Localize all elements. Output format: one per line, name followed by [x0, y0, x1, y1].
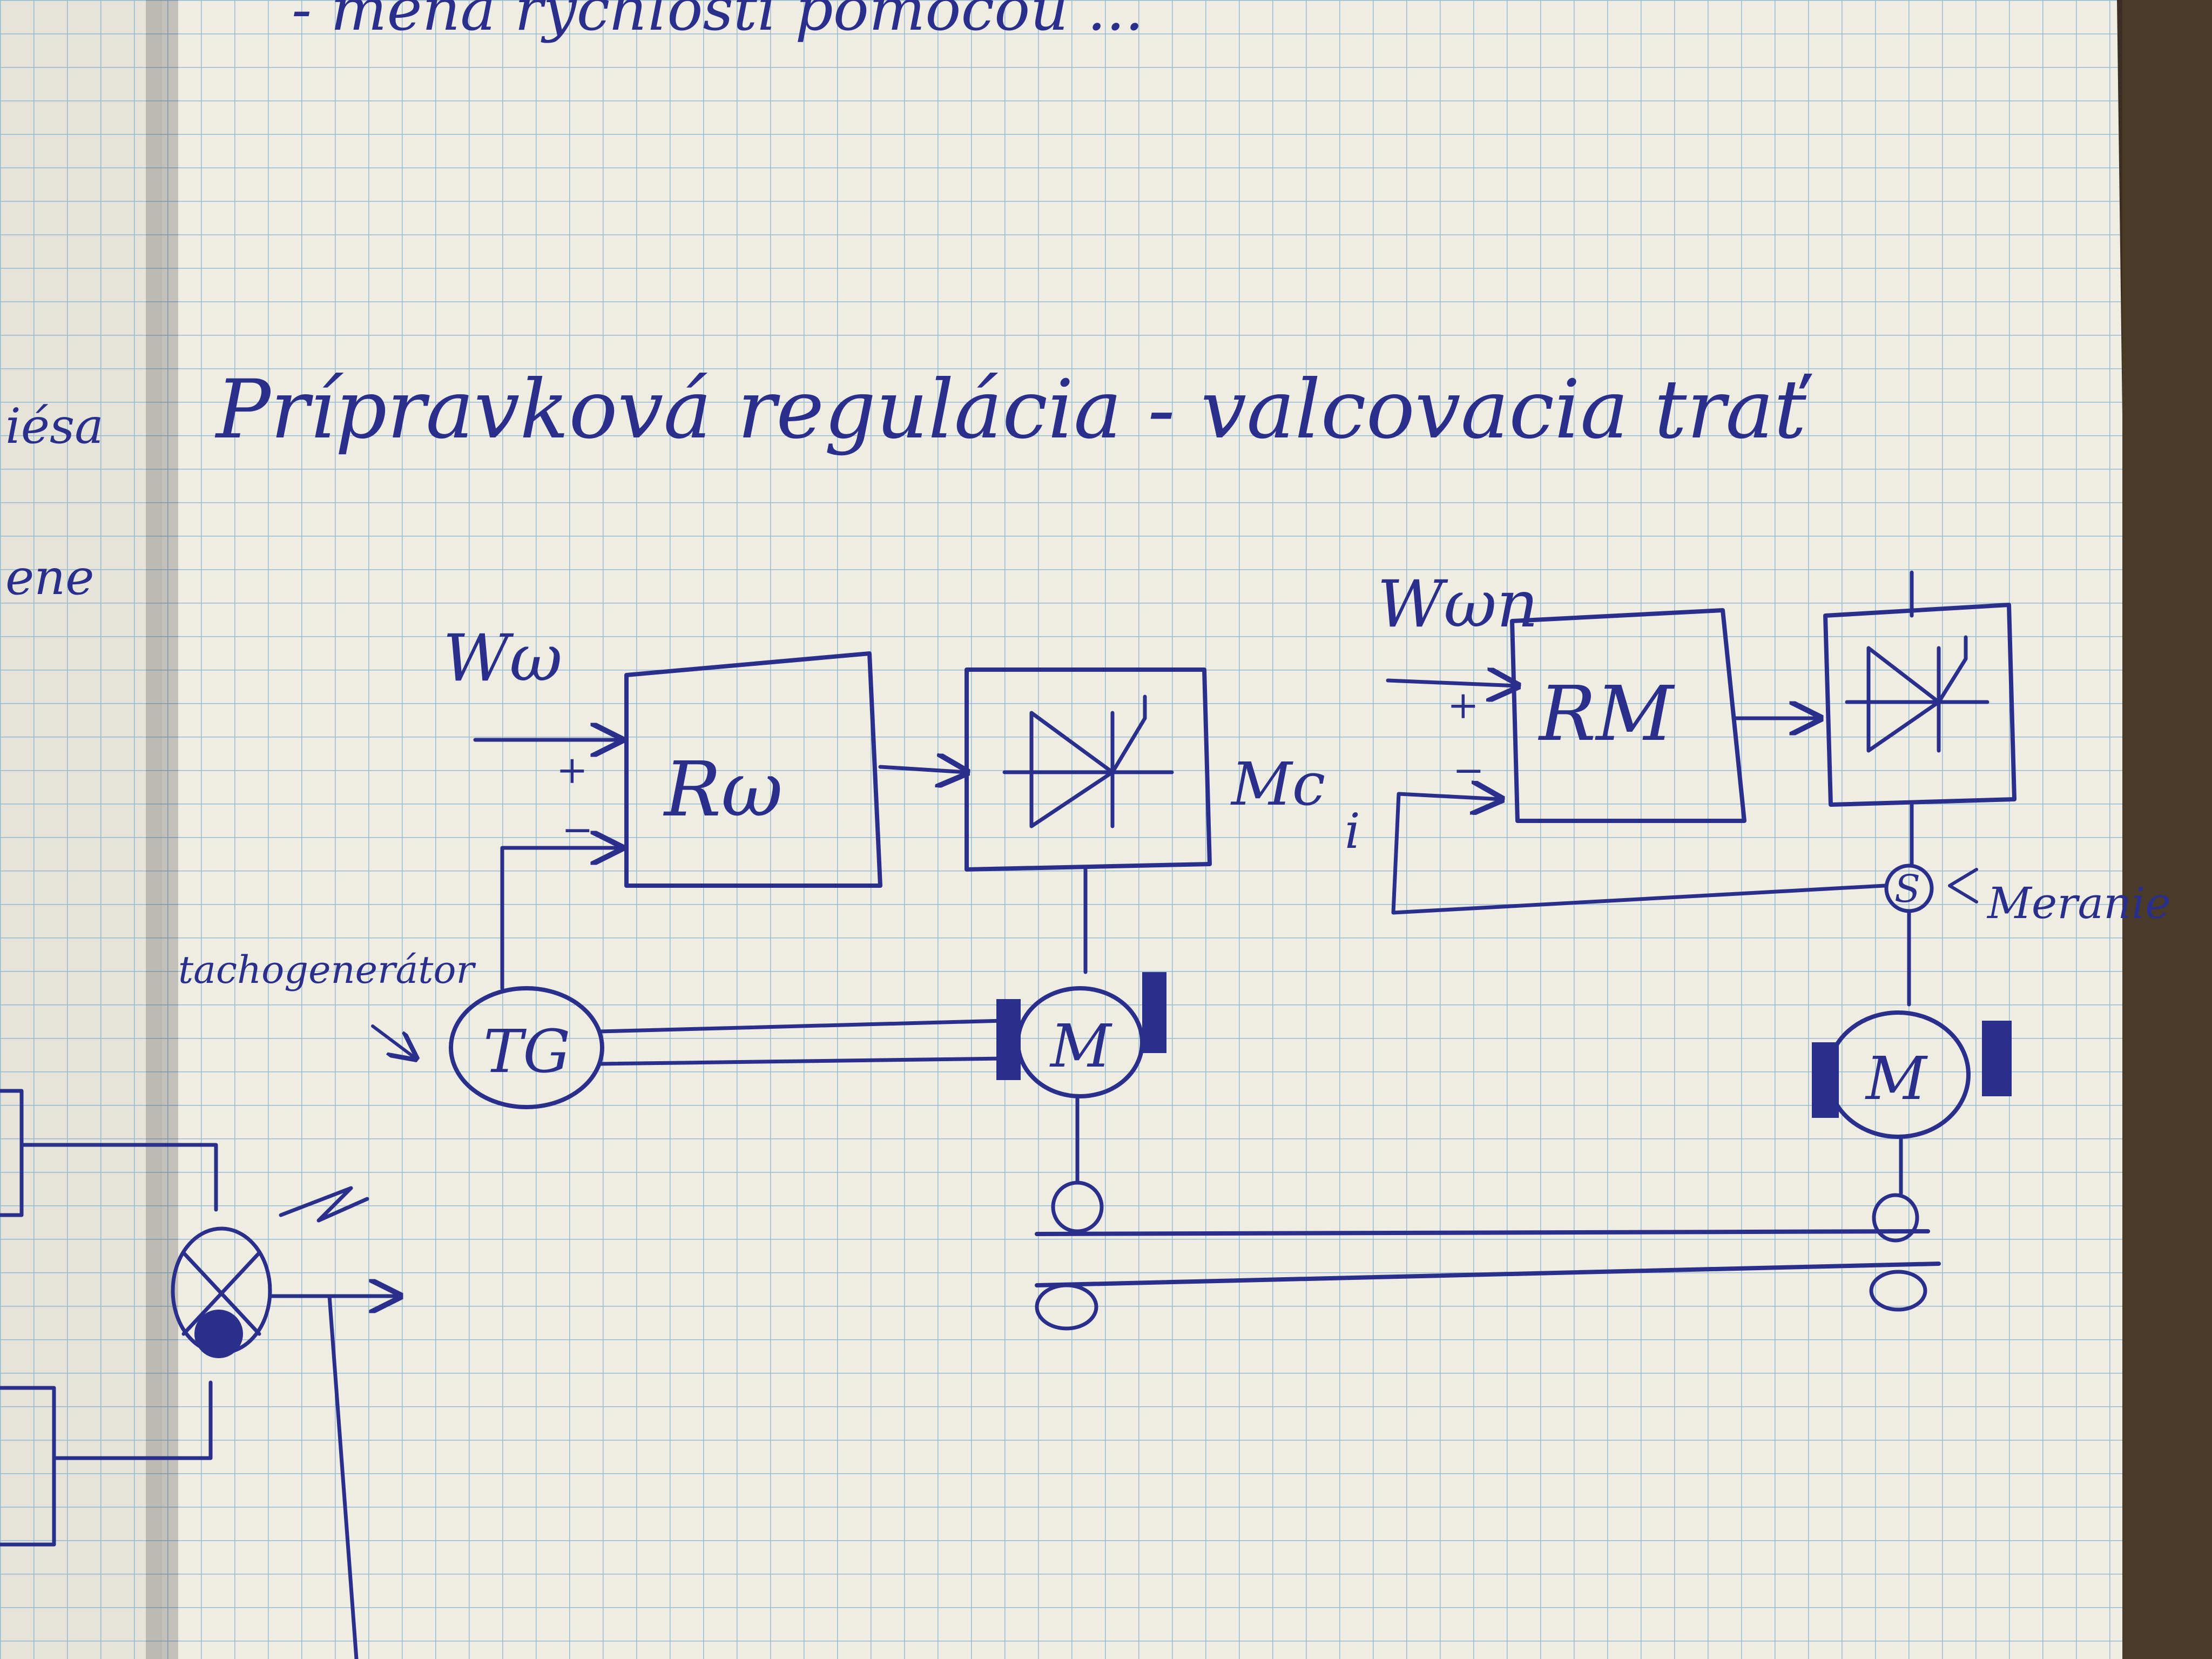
- right-converter-block: [1823, 603, 2017, 807]
- left-page-grid: [0, 0, 162, 1659]
- right-motor-pole-right: [1982, 1021, 2012, 1096]
- right-motor-pole-left: [1812, 1042, 1839, 1118]
- left-minus-sign: −: [562, 807, 594, 852]
- page-edge: [2122, 0, 2212, 1659]
- right-feedback-line: [1391, 794, 1887, 915]
- right-controller-block: [1510, 608, 1746, 823]
- tachogenerator-label: TG: [483, 1017, 570, 1086]
- tachogenerator-circle: [449, 986, 604, 1109]
- left-controller-output-arrow: [878, 767, 967, 772]
- heading: Prípravková regulácia - valcovacia trať: [214, 363, 1813, 457]
- left-controller-label: Rω: [663, 746, 783, 834]
- left-margin-text-1: iésa: [5, 398, 104, 455]
- right-feedback-label: i: [1345, 803, 1360, 860]
- right-plus-sign: +: [1447, 683, 1479, 727]
- right-minus-sign: −: [1453, 748, 1485, 792]
- left-output-label: Mc: [1230, 750, 1325, 819]
- right-controller-label: RM: [1537, 670, 1675, 758]
- notebook-spine: [146, 0, 178, 1659]
- left-page-filled-node: [194, 1310, 243, 1358]
- right-lower-roll: [1869, 1270, 1927, 1312]
- left-upper-roll: [1051, 1181, 1104, 1233]
- left-motor-label: M: [1049, 1011, 1112, 1081]
- right-upper-roll: [1872, 1193, 1919, 1243]
- right-page-grid: [162, 0, 2139, 1659]
- current-sensor-label: S: [1894, 867, 1920, 911]
- left-lower-roll: [1035, 1283, 1098, 1331]
- left-controller-block: [624, 651, 882, 888]
- left-motor-pole-right: [1142, 972, 1166, 1053]
- right-thyristor-icon: [1845, 570, 1990, 753]
- mill-strip-bottom: [1035, 1262, 1941, 1287]
- tachogenerator-pointer-arrow: [371, 1024, 416, 1058]
- sensor-caption: Meranie: [1986, 878, 2171, 928]
- sensor-pointer-mark: [1948, 868, 1978, 903]
- right-motor-label: M: [1865, 1044, 1928, 1113]
- left-motor-pole-left: [996, 999, 1021, 1080]
- mill-strip-top: [1035, 1229, 1930, 1236]
- left-feedback-line: [500, 848, 621, 990]
- left-input-label: Wω: [443, 621, 562, 696]
- left-margin-text-2: ene: [5, 549, 95, 606]
- left-thyristor-icon: [1002, 694, 1174, 828]
- tachogenerator-caption: tachogenerátor: [178, 948, 476, 992]
- right-input-arrow: [1386, 680, 1518, 686]
- left-converter-block: [965, 667, 1212, 872]
- left-shaft: [597, 1019, 1007, 1066]
- top-note: - mena rýchlosti pomocou ...: [292, 0, 1144, 44]
- left-plus-sign: +: [556, 748, 588, 792]
